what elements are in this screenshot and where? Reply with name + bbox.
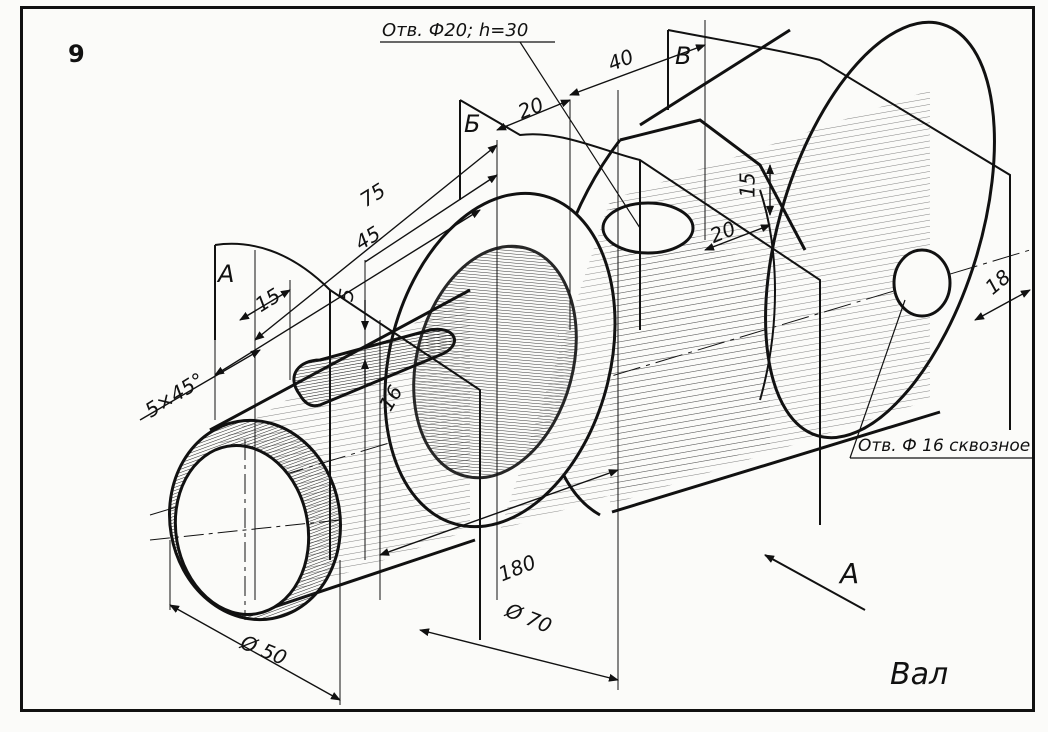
view-arrow-label: А: [840, 557, 860, 590]
drawing-frame: [20, 6, 1035, 712]
section-mark-b: Б: [464, 110, 481, 138]
sheet-title: Вал: [890, 657, 949, 692]
blind-hole-note: Отв. Ф20; h=30: [382, 20, 529, 41]
view-arrow: [764, 554, 866, 611]
section-mark-a: А: [218, 260, 235, 288]
blind-hole: [601, 201, 695, 255]
dim-15-right: 15: [735, 172, 760, 198]
sheet-number: 9: [68, 40, 85, 68]
through-hole-note: Отв. Ф 16 сквозное: [858, 436, 1031, 456]
section-mark-v: В: [675, 42, 692, 70]
through-hole: [892, 248, 952, 318]
